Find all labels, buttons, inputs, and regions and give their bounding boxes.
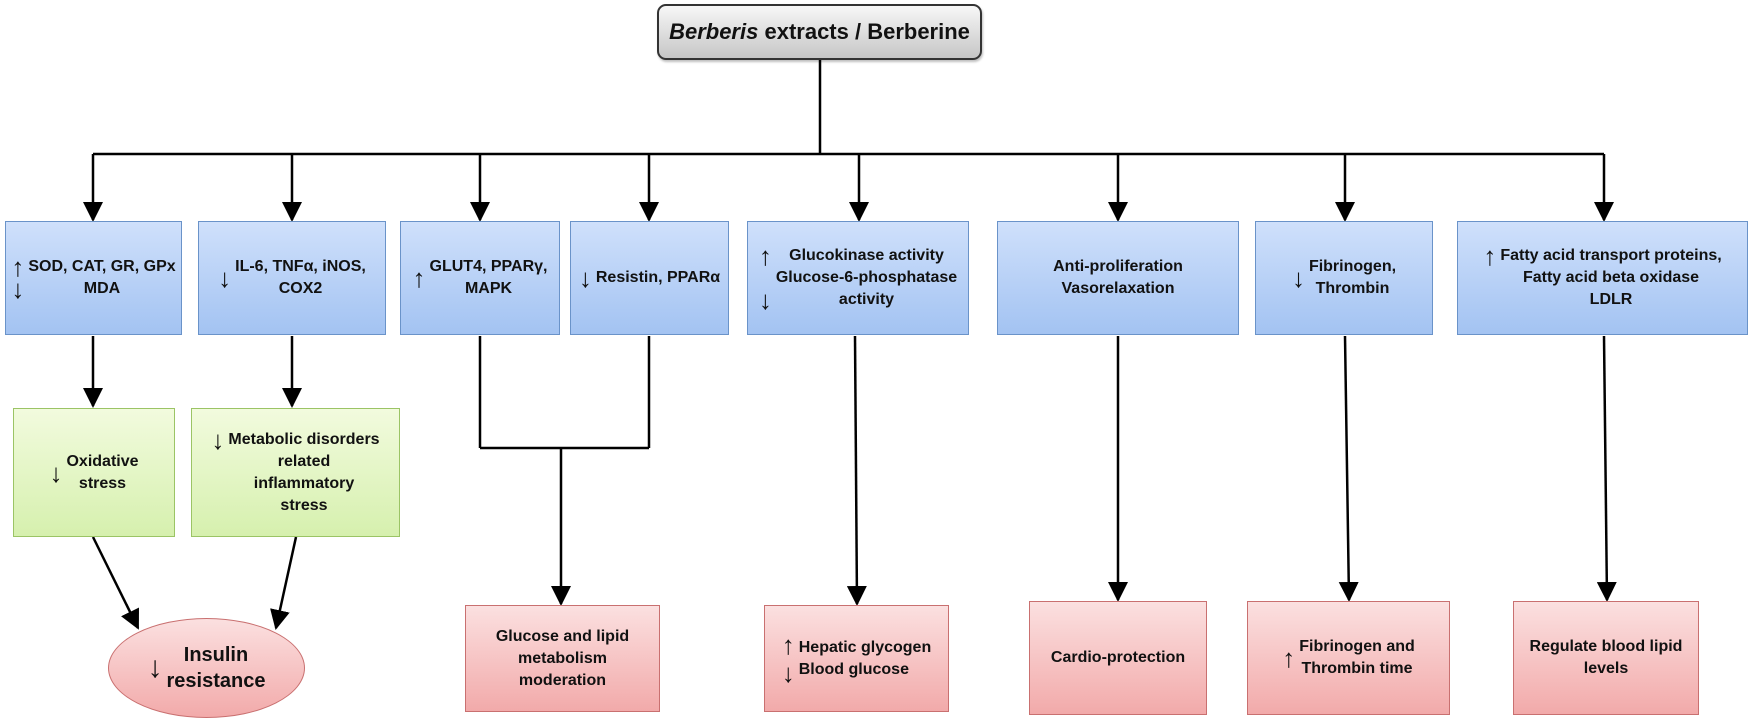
- down-arrow-icon: ↓: [11, 274, 25, 304]
- fibrinogen-time-line2: Thrombin time: [1301, 660, 1413, 677]
- up-arrow-icon: ↑: [1483, 241, 1497, 271]
- down-arrow-icon: ↓: [147, 651, 163, 684]
- insulin-line1: Insulin: [183, 644, 249, 666]
- hepatic-line1: Hepatic glycogen: [798, 638, 932, 656]
- metabolic-disorders-box: ↓ Metabolic disorders related inflammato…: [191, 408, 400, 537]
- blood-lipid-box: Regulate blood lipid levels: [1513, 601, 1699, 715]
- inflammatory-line1: IL-6, TNFα, iNOS,: [235, 258, 366, 275]
- antiproliferation-line1: Anti-proliferation: [1053, 258, 1183, 275]
- metabolic-line4: stress: [280, 496, 328, 514]
- resistin-text: Resistin, PPARα: [595, 269, 721, 286]
- blood-lipid-line2: levels: [1583, 660, 1629, 677]
- glucokinase-line3: activity: [838, 291, 895, 308]
- fibrinogen-box: ↓ Fibrinogen, Thrombin: [1255, 221, 1433, 335]
- fibrinogen-line2: Thrombin: [1315, 280, 1390, 297]
- hepatic-line2: Blood glucose: [798, 660, 909, 678]
- down-arrow-icon: ↓: [1291, 263, 1305, 293]
- root-text: extracts / Berberine: [758, 19, 970, 44]
- antioxidant-line1: SOD, CAT, GR, GPx: [28, 258, 176, 275]
- fatty-acid-line3: LDLR: [1589, 291, 1633, 308]
- hepatic-glycogen-box: ↑ ↓ Hepatic glycogen Blood glucose: [764, 605, 949, 712]
- cardio-text: Cardio-protection: [1050, 649, 1186, 666]
- fatty-acid-line2: Fatty acid beta oxidase: [1522, 269, 1700, 286]
- up-arrow-icon: ↑: [412, 263, 426, 293]
- down-arrow-icon: ↓: [218, 263, 232, 293]
- up-arrow-icon: ↑: [1282, 643, 1296, 673]
- fibrinogen-time-box: ↑ Fibrinogen and Thrombin time: [1247, 601, 1450, 715]
- fibrinogen-line1: Fibrinogen,: [1308, 258, 1397, 275]
- oxidative-line1: Oxidative: [66, 452, 139, 470]
- root-italic-text: Berberis: [669, 19, 759, 44]
- antioxidant-line2: MDA: [83, 280, 121, 297]
- fibrinogen-time-line1: Fibrinogen and: [1299, 638, 1415, 655]
- glut4-box: ↑ GLUT4, PPARγ, MAPK: [400, 221, 560, 335]
- glucose-lipid-box: Glucose and lipid metabolism moderation: [465, 605, 660, 712]
- up-arrow-icon: ↑: [758, 241, 772, 271]
- fatty-acid-box: ↑ Fatty acid transport proteins, Fatty a…: [1457, 221, 1748, 335]
- insulin-resistance-ellipse: ↓ Insulin resistance: [108, 618, 305, 718]
- antioxidant-box: ↑ ↓ SOD, CAT, GR, GPx MDA: [5, 221, 182, 335]
- metabolic-line1: Metabolic disorders: [228, 430, 380, 448]
- glucokinase-line2: Glucose-6-phosphatase: [775, 269, 958, 286]
- cardio-protection-box: Cardio-protection: [1029, 601, 1207, 715]
- oxidative-line2: stress: [78, 474, 127, 492]
- glucose-lipid-line1: Glucose and lipid: [495, 627, 630, 645]
- up-arrow-icon: ↑: [781, 629, 795, 660]
- glucokinase-line1: Glucokinase activity: [789, 247, 944, 264]
- insulin-line2: resistance: [166, 670, 266, 692]
- glucose-lipid-line2: metabolism: [518, 649, 607, 667]
- oxidative-stress-box: ↓ Oxidative stress: [13, 408, 175, 537]
- down-arrow-icon: ↓: [758, 285, 772, 315]
- glut4-line1: GLUT4, PPARγ,: [429, 258, 548, 275]
- up-arrow-icon: ↑: [11, 252, 25, 282]
- down-arrow-icon: ↓: [781, 657, 795, 688]
- fatty-acid-line1: Fatty acid transport proteins,: [1500, 247, 1722, 264]
- metabolic-line3: inflammatory: [253, 474, 355, 492]
- blood-lipid-line1: Regulate blood lipid: [1529, 638, 1683, 655]
- inflammatory-markers-box: ↓ IL-6, TNFα, iNOS, COX2: [198, 221, 386, 335]
- glut4-line2: MAPK: [464, 280, 513, 297]
- glucose-lipid-line3: moderation: [518, 671, 607, 689]
- down-arrow-icon: ↓: [211, 424, 225, 455]
- antiproliferation-line2: Vasorelaxation: [1061, 280, 1175, 297]
- inflammatory-line2: COX2: [278, 280, 323, 297]
- antiproliferation-box: Anti-proliferation Vasorelaxation: [997, 221, 1239, 335]
- resistin-box: ↓ Resistin, PPARα: [570, 221, 729, 335]
- down-arrow-icon: ↓: [578, 263, 592, 293]
- down-arrow-icon: ↓: [49, 457, 63, 488]
- glucokinase-box: ↑ ↓ Glucokinase activity Glucose-6-phosp…: [747, 221, 969, 335]
- metabolic-line2: related: [277, 452, 331, 470]
- root-box: Berberis extracts / Berberine: [657, 4, 982, 60]
